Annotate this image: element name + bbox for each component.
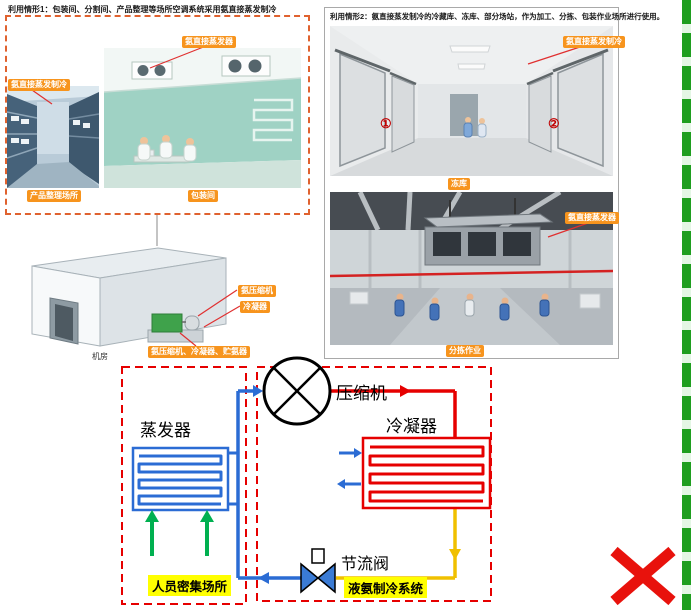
sorting-hall-photo: [330, 192, 613, 345]
packing-room-scene: [104, 48, 301, 188]
cold-room-doors-right: [526, 48, 609, 168]
condenser-label: 冷凝器: [386, 417, 437, 436]
green-edge-strip: [682, 0, 691, 610]
workers: [463, 117, 487, 138]
marker-2: ②: [548, 116, 560, 131]
cold-air-arrows: [145, 510, 214, 556]
tag-sorting-work: 分拣作业: [446, 345, 484, 357]
suspended-evaporator-unit: [423, 198, 554, 266]
flow-arrow: [400, 385, 411, 397]
red-x-mark-icon: [610, 546, 676, 606]
ceiling-light: [449, 45, 491, 53]
fan-icon: [137, 65, 149, 76]
marker-1: ①: [380, 116, 392, 131]
case1-panel: [5, 15, 310, 215]
evaporator-symbol: [131, 446, 230, 512]
flow-arrow: [258, 572, 269, 584]
freezer-corridor-photo: [330, 26, 613, 176]
tag-packing-room: 包装间: [188, 190, 218, 202]
throttle-valve-label: 节流阀: [341, 556, 390, 573]
corridor-scene: [330, 26, 613, 176]
tag-product-area: 产品整理场所: [27, 190, 81, 202]
packing-room-photo: [104, 48, 301, 188]
air-flow-arrows: [337, 448, 362, 489]
wall-columns: [368, 230, 572, 288]
ammonia-system-label: 液氨制冷系统: [344, 577, 428, 598]
warehouse-scene: [7, 86, 99, 188]
tag-ammonia-direct-cooling: 氨直接蒸发制冷: [8, 79, 70, 91]
pallet-stack: [579, 293, 601, 309]
cold-store-building-illustration: [31, 247, 227, 347]
building-door: [49, 297, 79, 345]
tag-ammonia-compressor: 氨压缩机: [238, 285, 276, 297]
ceiling-evaporator-unit: [131, 61, 173, 80]
crowded-area-zone-box: [121, 366, 247, 605]
warehouse-photo: [7, 86, 99, 188]
flow-arrow: [253, 385, 263, 397]
machine-room-caption: 机房: [92, 352, 108, 361]
fan-icon: [154, 65, 166, 76]
tag-condenser: 冷凝器: [240, 301, 270, 313]
hall-scene: [330, 192, 613, 345]
condenser-symbol: [361, 436, 492, 510]
red-pipe: [330, 269, 613, 278]
tag-freezer: 冻库: [448, 178, 470, 190]
workers: [394, 293, 550, 321]
case2-title: 利用情形2：氨直接蒸发制冷的冷藏库、冻库、部分场站，作为加工、分拣、包装作业场所…: [330, 12, 665, 21]
tag-equipment-list: 氨压缩机、冷凝器、贮氨器: [148, 346, 250, 358]
pallet-stack: [349, 291, 369, 305]
flow-arrow: [449, 549, 461, 560]
ceiling-light: [457, 63, 486, 70]
tag-ammonia-direct-cooling-2: 氨直接蒸发制冷: [563, 36, 625, 48]
case1-title: 利用情形1：包装间、分割间、产品整理等场所空调系统采用氨直接蒸发制冷: [8, 5, 277, 14]
compressor-symbol: [262, 356, 332, 426]
refrigeration-cycle-diagram: [121, 356, 492, 605]
wall-coil-pattern: [252, 98, 294, 142]
tag-ammonia-evaporator-2: 氨直接蒸发器: [565, 212, 619, 224]
stored-boxes: [11, 116, 90, 144]
refrigeration-unit: [147, 313, 204, 343]
throttle-valve-symbol: [300, 548, 336, 594]
compressor-label: 压缩机: [336, 384, 387, 403]
pipes: [228, 385, 461, 584]
workers: [137, 135, 197, 162]
crowded-area-label: 人员密集场所: [148, 575, 232, 596]
cold-room-doors-left: [334, 48, 417, 168]
evaporator-label: 蒸发器: [140, 421, 191, 440]
fan-icon: [228, 59, 242, 73]
fan-icon: [248, 59, 262, 73]
tag-ammonia-evaporator: 氨直接蒸发器: [182, 36, 236, 48]
ceiling-evaporator-unit: [221, 55, 271, 77]
